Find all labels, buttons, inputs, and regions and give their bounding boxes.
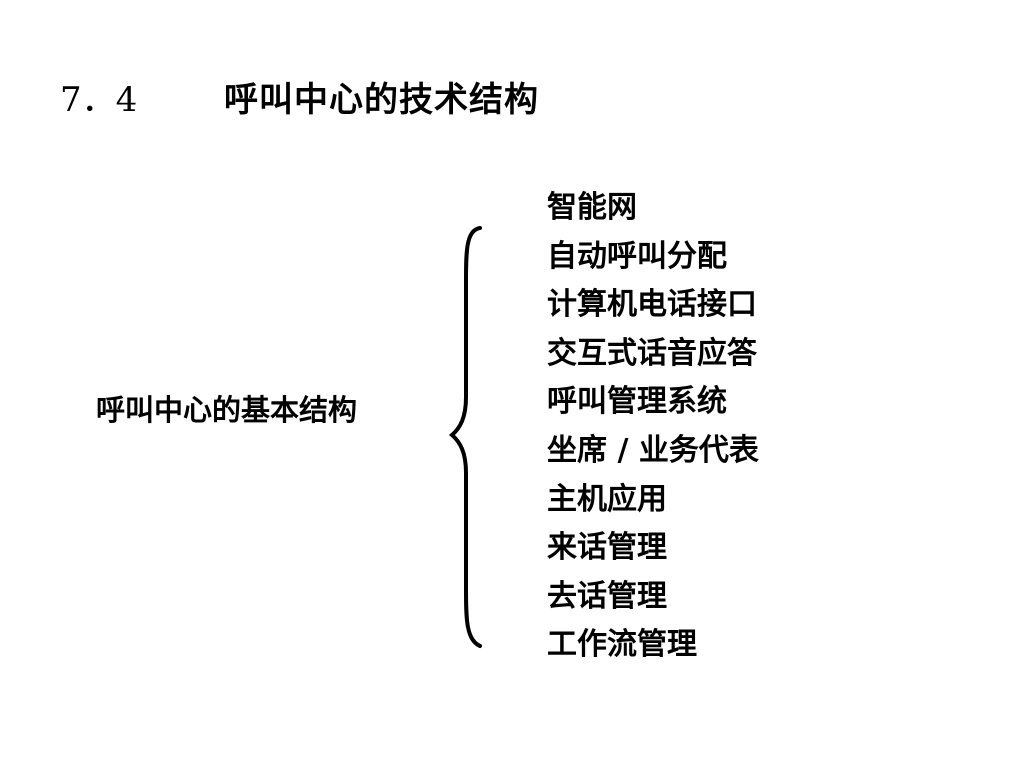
list-item: 智能网 (547, 190, 637, 225)
list-item: 主机应用 (547, 481, 667, 517)
structure-root-label: 呼叫中心的基本结构 (96, 393, 358, 427)
section-title: 呼叫中心的技术结构 (224, 80, 539, 120)
page-title: 7．4 呼叫中心的技术结构 (60, 76, 539, 124)
curly-brace-icon (448, 226, 482, 648)
list-item: 交互式话音应答 (547, 335, 757, 371)
list-item: 计算机电话接口 (547, 287, 757, 323)
list-item: 工作流管理 (547, 627, 697, 663)
list-item: 坐席 / 业务代表 (547, 432, 759, 468)
list-item: 呼叫管理系统 (547, 384, 727, 420)
list-item: 自动呼叫分配 (547, 238, 727, 274)
section-number: 7．4 (60, 80, 138, 120)
list-item: 来话管理 (547, 530, 667, 566)
list-item: 去话管理 (547, 578, 667, 614)
structure-list: 智能网 自动呼叫分配 计算机电话接口 交互式话音应答 呼叫管理系统 坐席 / 业… (547, 184, 759, 670)
